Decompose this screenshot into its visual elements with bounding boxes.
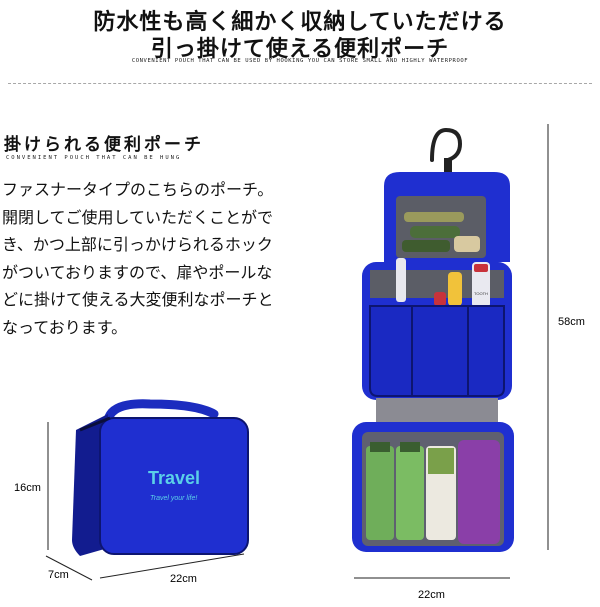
section-title: 掛けられる便利ポーチ xyxy=(4,135,204,155)
description-line: き、かつ上部に引っかけられるホック xyxy=(2,235,273,254)
description-line: なっております。 xyxy=(2,317,128,337)
pouch-tagline-text: Travel your life! xyxy=(150,495,197,502)
open-pouch-image: TOOTH xyxy=(352,127,514,552)
headline-line-1: 防水性も高く細かく収納していただける xyxy=(93,10,507,35)
width-dimension-label: 22cm xyxy=(170,573,197,585)
dashed-divider xyxy=(8,83,592,84)
open-width-dimension-label: 22cm xyxy=(418,589,445,601)
description-line: どに掛けて使える大変便利なポーチと xyxy=(2,290,274,309)
small-dimension-lines xyxy=(45,422,245,581)
height-dimension-label: 16cm xyxy=(14,482,41,494)
description-line: ファスナータイプのこちらのポーチ。 xyxy=(2,180,274,199)
open-height-dimension-label: 58cm xyxy=(558,316,585,328)
header-english-caption: CONVENIENT POUCH THAT CAN BE USED BY HOO… xyxy=(131,58,469,64)
headline-line-2: 引っ掛けて使える便利ポーチ xyxy=(150,37,450,62)
pouch-brand-text: Travel xyxy=(148,468,200,488)
description-line: がついておりますので、扉やポールな xyxy=(2,262,273,282)
closed-pouch-image: Travel Travel your life! xyxy=(72,399,249,556)
section-subtitle: CONVENIENT POUCH THAT CAN BE HUNG xyxy=(6,155,182,161)
toothpaste-text: TOOTH xyxy=(474,291,488,296)
open-dimension-lines xyxy=(354,124,549,579)
description-text: ファスナータイプのこちらのポーチ。 開閉してご使用していただくことがで き、かつ… xyxy=(2,176,318,341)
depth-dimension-label: 7cm xyxy=(48,569,69,581)
description-line: 開閉してご使用していただくことがで xyxy=(2,207,274,227)
